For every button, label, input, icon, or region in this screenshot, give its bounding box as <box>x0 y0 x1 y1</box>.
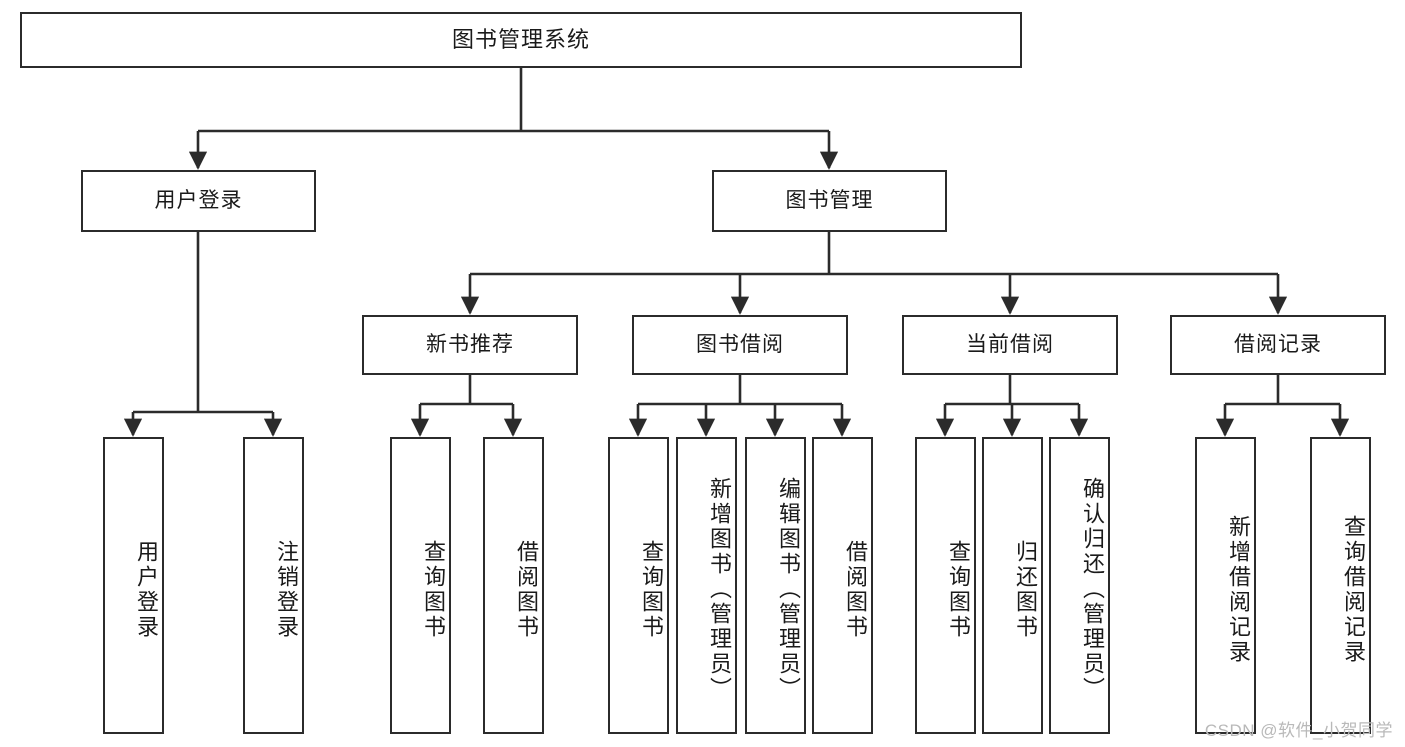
node-leaf-logout[interactable]: 注销登录 <box>243 437 304 734</box>
node-leaf-user-login[interactable]: 用户登录 <box>103 437 164 734</box>
node-new-book-recommend[interactable]: 新书推荐 <box>362 315 578 375</box>
node-leaf-borrow-book-1[interactable]: 借阅图书 <box>483 437 544 734</box>
node-leaf-confirm-return[interactable]: 确认归还（管理员） <box>1049 437 1110 734</box>
node-current-borrow-label: 当前借阅 <box>966 333 1054 357</box>
node-leaf-add-book-label: 新增图书（管理员） <box>707 477 732 702</box>
node-leaf-query-record[interactable]: 查询借阅记录 <box>1310 437 1371 734</box>
watermark: CSDN @软件_小贺同学 <box>1204 721 1393 740</box>
node-leaf-query-book-2[interactable]: 查询图书 <box>608 437 669 734</box>
node-leaf-query-book-3-label: 查询图书 <box>946 539 971 640</box>
node-leaf-borrow-book-1-label: 借阅图书 <box>514 539 539 640</box>
node-leaf-add-record-label: 新增借阅记录 <box>1226 514 1251 665</box>
node-borrow-record-label: 借阅记录 <box>1234 333 1322 357</box>
node-leaf-query-book-2-label: 查询图书 <box>639 539 664 640</box>
node-new-book-recommend-label: 新书推荐 <box>426 333 514 357</box>
node-leaf-query-book-1-label: 查询图书 <box>421 539 446 640</box>
node-leaf-borrow-book-2[interactable]: 借阅图书 <box>812 437 873 734</box>
node-leaf-query-book-1[interactable]: 查询图书 <box>390 437 451 734</box>
node-book-borrow[interactable]: 图书借阅 <box>632 315 848 375</box>
node-borrow-record[interactable]: 借阅记录 <box>1170 315 1386 375</box>
node-leaf-add-record[interactable]: 新增借阅记录 <box>1195 437 1256 734</box>
node-leaf-add-book[interactable]: 新增图书（管理员） <box>676 437 737 734</box>
node-leaf-logout-label: 注销登录 <box>274 539 299 640</box>
node-leaf-query-record-label: 查询借阅记录 <box>1341 514 1366 665</box>
node-root[interactable]: 图书管理系统 <box>20 12 1022 68</box>
node-leaf-return-book[interactable]: 归还图书 <box>982 437 1043 734</box>
node-leaf-edit-book-label: 编辑图书（管理员） <box>776 477 801 702</box>
node-book-manage-label: 图书管理 <box>785 189 874 213</box>
node-leaf-user-login-label: 用户登录 <box>134 539 159 640</box>
node-leaf-confirm-return-label: 确认归还（管理员） <box>1080 477 1105 702</box>
node-user-login[interactable]: 用户登录 <box>81 170 316 232</box>
node-leaf-query-book-3[interactable]: 查询图书 <box>915 437 976 734</box>
node-leaf-return-book-label: 归还图书 <box>1013 539 1038 640</box>
node-user-login-label: 用户登录 <box>154 189 243 213</box>
node-book-borrow-label: 图书借阅 <box>696 333 784 357</box>
node-current-borrow[interactable]: 当前借阅 <box>902 315 1118 375</box>
node-book-manage[interactable]: 图书管理 <box>712 170 947 232</box>
node-root-label: 图书管理系统 <box>451 26 590 52</box>
node-leaf-borrow-book-2-label: 借阅图书 <box>843 539 868 640</box>
node-leaf-edit-book[interactable]: 编辑图书（管理员） <box>745 437 806 734</box>
